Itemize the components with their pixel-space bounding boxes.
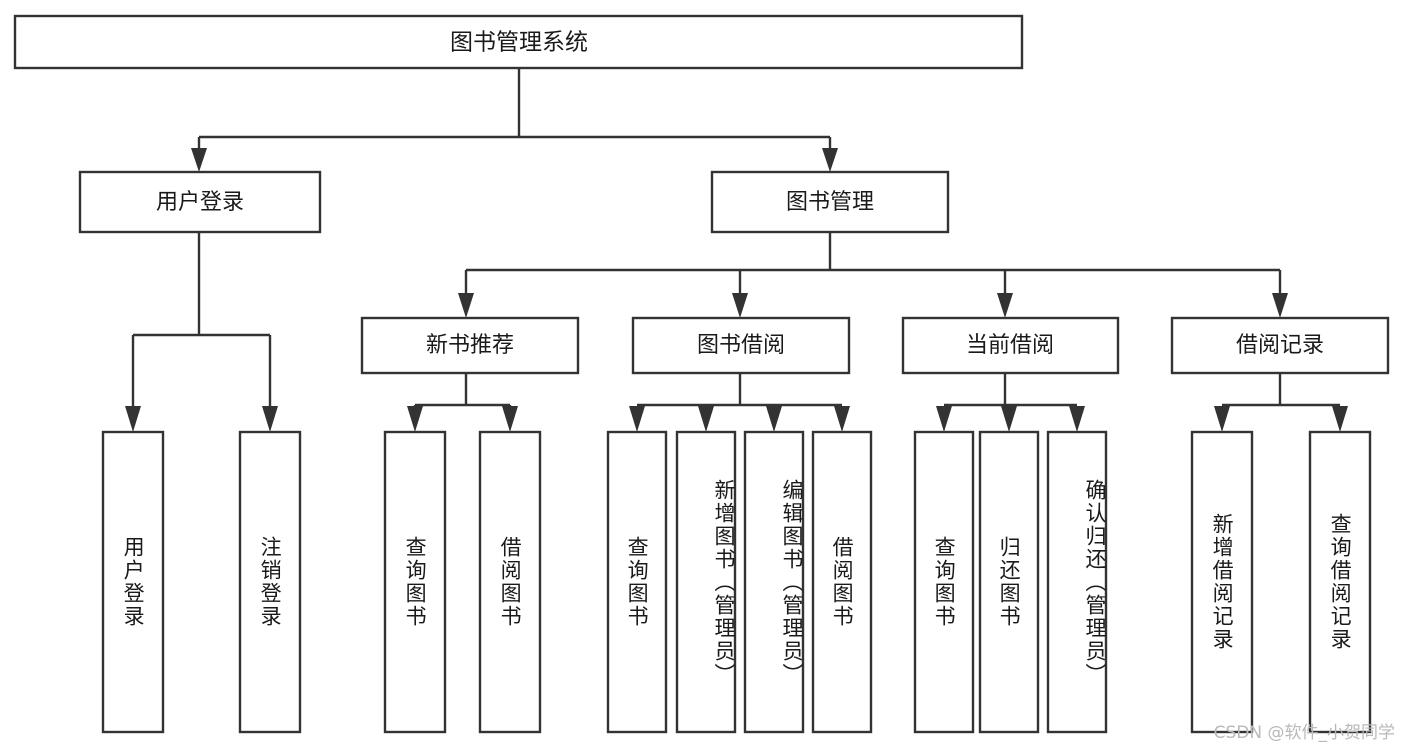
node-leaf-return-book-label: 归还图书 [997, 536, 1022, 628]
node-leaf-confirm-return-box[interactable] [1046, 430, 1108, 734]
arrow-head-leaf-borrow-book-2 [834, 406, 850, 432]
connector-group-book-borrow [629, 373, 850, 432]
node-new-book-rec-label: 新书推荐 [426, 333, 514, 358]
node-leaf-query-book-1-label: 查询图书 [403, 536, 428, 628]
arrow-head-new-book-rec [458, 293, 474, 318]
arrow-head-borrow-record [1272, 293, 1288, 318]
node-user-login-box[interactable] [78, 170, 322, 234]
node-root[interactable]: 图书管理系统 [13, 14, 1024, 70]
node-book-borrow[interactable]: 图书借阅 [631, 316, 851, 375]
node-leaf-query-book-3-label: 查询图书 [932, 536, 957, 628]
node-leaf-return-book-box[interactable] [978, 430, 1040, 734]
node-user-login[interactable]: 用户登录 [78, 170, 322, 234]
node-leaf-borrow-book-2-box[interactable] [811, 430, 873, 734]
node-root-box[interactable] [13, 14, 1024, 70]
node-book-manage-label: 图书管理 [786, 190, 874, 215]
node-leaf-logout-label: 注销登录 [258, 536, 283, 628]
connector-group-current-borrow [936, 373, 1085, 432]
node-leaf-add-book-label: 新增图书（管理员） [712, 478, 736, 686]
node-leaf-user-login-box[interactable] [101, 430, 165, 734]
node-leaf-edit-book-box[interactable] [743, 430, 805, 734]
node-leaf-edit-book-label: 编辑图书（管理员） [780, 478, 804, 686]
node-current-borrow-box[interactable] [901, 316, 1120, 375]
node-user-login-label: 用户登录 [156, 190, 244, 215]
node-root-label: 图书管理系统 [450, 30, 588, 56]
csdn-watermark: CSDN @软件_小贺同学 [1213, 723, 1395, 743]
node-leaf-query-book-1-box[interactable] [383, 430, 447, 734]
node-leaf-borrow-book-2-label: 借阅图书 [830, 536, 855, 628]
node-borrow-record-box[interactable] [1170, 316, 1390, 375]
node-borrow-record[interactable]: 借阅记录 [1170, 316, 1390, 375]
node-leaf-logout-box[interactable] [238, 430, 302, 734]
node-leaf-confirm-return-label: 确认归还（管理员） [1083, 478, 1107, 686]
arrow-head-leaf-return-book [1001, 406, 1017, 432]
node-new-book-rec[interactable]: 新书推荐 [360, 316, 580, 375]
connector-group-book-manage [458, 232, 1288, 318]
arrow-head-leaf-borrow-book-1 [502, 406, 518, 432]
arrow-head-user-login [191, 148, 207, 172]
node-leaf-query-book-3-box[interactable] [913, 430, 975, 734]
arrow-head-leaf-user-login [125, 406, 141, 432]
node-leaf-query-book-2-label: 查询图书 [625, 536, 650, 628]
node-leaf-query-book-2-box[interactable] [606, 430, 668, 734]
node-current-borrow[interactable]: 当前借阅 [901, 316, 1120, 375]
arrow-head-leaf-confirm-return [1069, 406, 1085, 432]
node-book-manage[interactable]: 图书管理 [710, 170, 950, 234]
node-book-manage-box[interactable] [710, 170, 950, 234]
node-leaf-query-record-label: 查询借阅记录 [1328, 513, 1353, 651]
arrow-head-leaf-add-book [698, 406, 714, 432]
connector-group-root [191, 68, 838, 172]
arrow-head-leaf-add-record [1214, 406, 1230, 432]
node-borrow-record-label: 借阅记录 [1236, 333, 1324, 358]
node-new-book-rec-box[interactable] [360, 316, 580, 375]
node-book-borrow-label: 图书借阅 [697, 333, 785, 358]
arrow-head-leaf-query-book-1 [407, 406, 423, 432]
node-leaf-add-record-box[interactable] [1190, 430, 1254, 734]
arrow-head-leaf-query-record [1332, 406, 1348, 432]
node-leaf-add-record-label: 新增借阅记录 [1210, 513, 1235, 651]
connector-group-new-book-rec [407, 373, 518, 432]
node-leaf-query-record-box[interactable] [1308, 430, 1372, 734]
arrow-head-leaf-logout [262, 406, 278, 432]
node-leaf-add-book-box[interactable] [675, 430, 737, 734]
node-leaf-borrow-book-1-label: 借阅图书 [498, 536, 523, 628]
node-current-borrow-label: 当前借阅 [966, 333, 1054, 358]
arrow-head-book-manage [822, 148, 838, 172]
node-leaf-user-login-label: 用户登录 [121, 536, 146, 628]
connector-group-user-login [125, 232, 278, 432]
arrow-head-current-borrow [997, 293, 1013, 318]
arrow-head-leaf-query-book-3 [936, 406, 952, 432]
node-leaf-borrow-book-1-box[interactable] [478, 430, 542, 734]
node-book-borrow-box[interactable] [631, 316, 851, 375]
arrow-head-leaf-edit-book [766, 406, 782, 432]
arrow-head-book-borrow [732, 293, 748, 318]
arrow-head-leaf-query-book-2 [629, 406, 645, 432]
connector-group-borrow-record [1214, 373, 1348, 432]
